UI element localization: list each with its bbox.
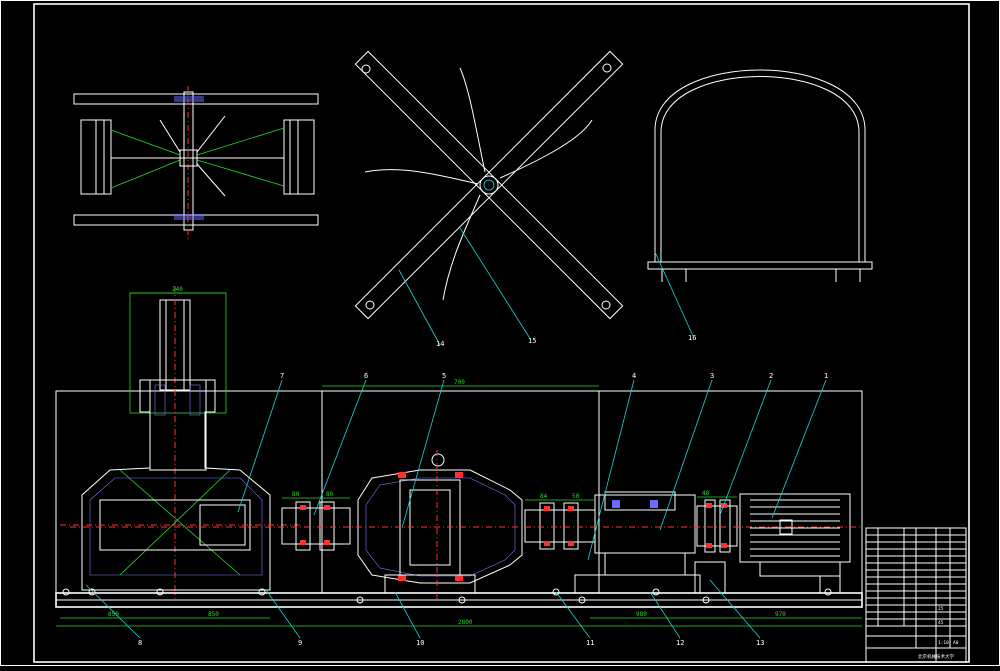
title-block-cell-scale: 1:10 — [938, 640, 949, 646]
dimension-980: 980 — [636, 611, 647, 618]
cross-rotor-view — [354, 50, 624, 346]
title-block-cell-size: A0 — [953, 640, 959, 646]
part-number-7: 7 — [280, 372, 284, 380]
part-number-13: 13 — [756, 639, 764, 647]
dimension-240: 240 — [172, 286, 183, 293]
part-number-8: 8 — [138, 639, 142, 647]
dimension-48: 48 — [702, 490, 710, 497]
dimension-80-a: 80 — [292, 491, 300, 498]
dimension-50: 50 — [572, 493, 580, 500]
part-number-4: 4 — [632, 372, 636, 380]
main-assembly-view — [55, 286, 863, 608]
dimension-80-b: 80 — [326, 491, 334, 498]
part-number-10: 10 — [416, 639, 424, 647]
title-block — [865, 527, 967, 663]
part-number-3: 3 — [710, 372, 714, 380]
title-block-cell-45: 45 — [938, 620, 944, 626]
dimension-lines — [56, 292, 862, 627]
part-number-15: 15 — [528, 337, 536, 345]
title-block-school: 北京机械技术大学 — [918, 653, 954, 660]
part-number-2: 2 — [769, 372, 773, 380]
dimension-970: 970 — [775, 611, 786, 618]
dimension-850-a: 850 — [108, 611, 119, 618]
part-number-9: 9 — [298, 639, 302, 647]
part-number-5: 5 — [442, 372, 446, 380]
part-number-16: 16 — [688, 334, 696, 342]
dimension-2800: 2800 — [458, 619, 473, 626]
dimension-84: 84 — [540, 493, 548, 500]
rotor-plan-view — [73, 86, 319, 240]
title-block-cell-25: 25 — [938, 606, 944, 612]
part-number-6: 6 — [364, 372, 368, 380]
dimension-700: 700 — [454, 379, 465, 386]
leader-lines — [85, 379, 827, 639]
arch-shroud-view — [647, 69, 873, 337]
part-number-11: 11 — [586, 639, 594, 647]
drawing-frame — [33, 3, 970, 663]
part-number-12: 12 — [676, 639, 684, 647]
dimension-850-b: 850 — [208, 611, 219, 618]
part-number-14: 14 — [436, 340, 444, 348]
part-number-1: 1 — [824, 372, 828, 380]
